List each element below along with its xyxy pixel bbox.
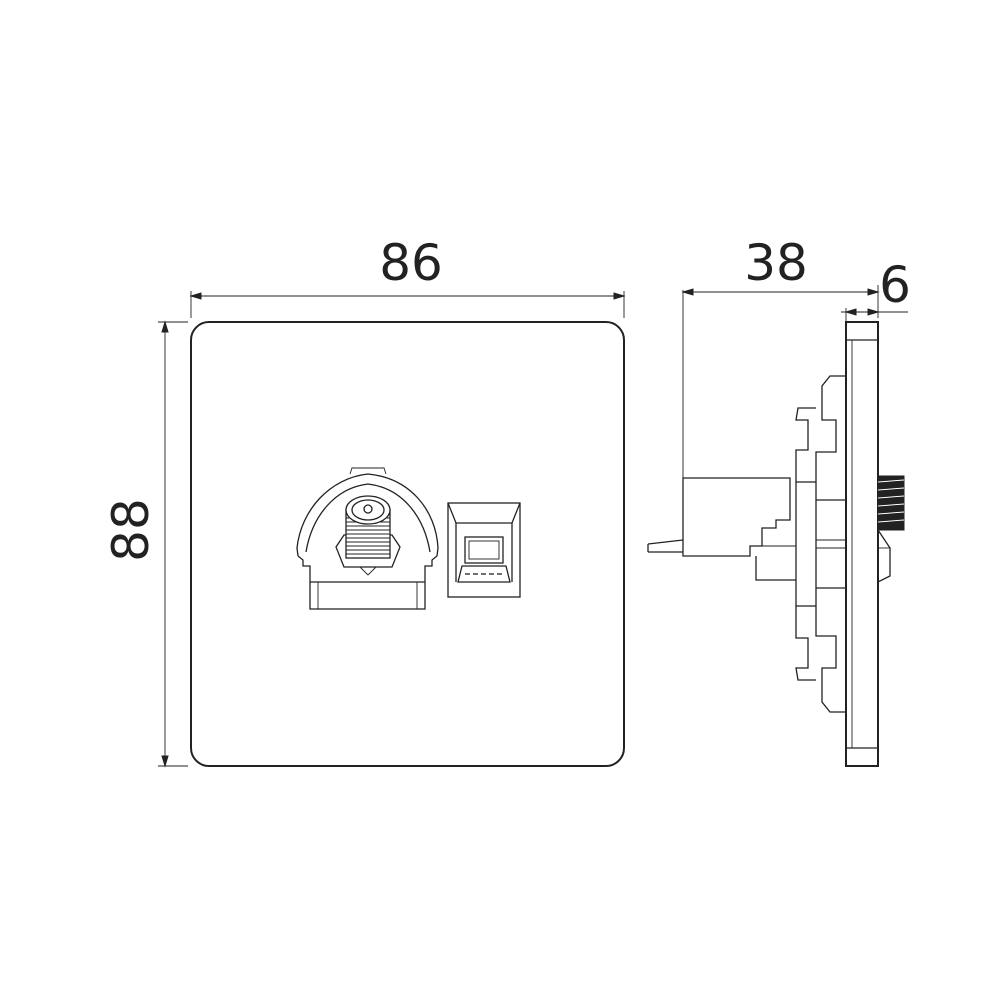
side-view: 38 6 — [647, 234, 911, 767]
thread-lines — [346, 513, 390, 555]
width-dimension: 86 — [189, 234, 626, 318]
front-view: 86 88 — [102, 234, 626, 768]
side-thread-lines — [877, 479, 905, 523]
rj45-data-port — [447, 502, 521, 598]
side-plate — [845, 321, 879, 767]
side-body — [795, 375, 846, 713]
coax-f-connector — [296, 467, 439, 610]
side-f-connector — [877, 475, 905, 584]
height-label: 88 — [102, 498, 160, 562]
thickness-label: 6 — [879, 256, 911, 314]
depth-label: 38 — [744, 234, 808, 292]
depth-dimension: 38 — [681, 234, 880, 478]
thickness-dimension: 6 — [841, 256, 911, 330]
front-plate — [190, 321, 625, 767]
rear-module — [647, 477, 796, 581]
width-label: 86 — [379, 234, 443, 292]
height-dimension: 88 — [102, 320, 188, 768]
